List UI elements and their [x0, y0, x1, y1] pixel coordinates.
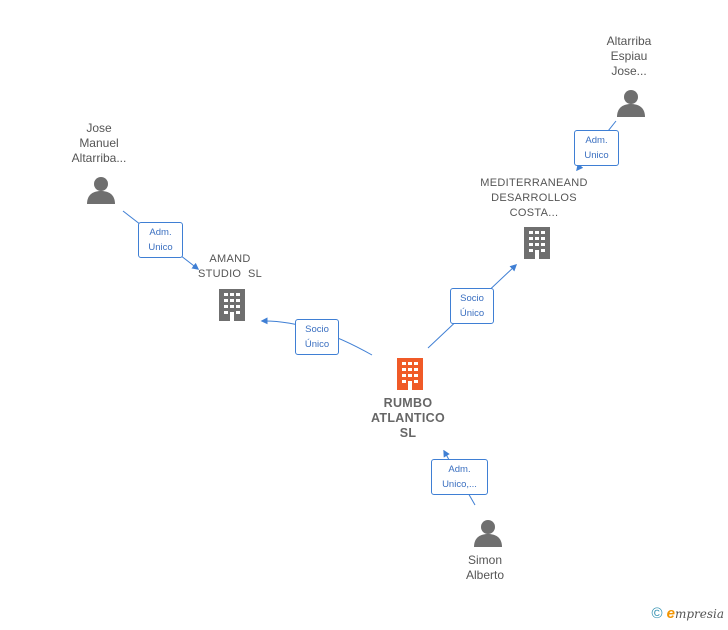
building-icon[interactable] [216, 288, 248, 322]
node-label-line: ATLANTICO [371, 411, 445, 425]
brand-logo-e: e [666, 605, 675, 622]
edge-label-line: Unico,... [442, 479, 477, 490]
edge-label-line: Adm. [585, 135, 608, 146]
node-label-line: MEDITERRANEAND [480, 177, 588, 189]
node-label-line: SL [399, 426, 417, 440]
edge-label-simon-rumbo: Adm. Unico,... [431, 459, 488, 495]
node-jose-label[interactable]: Jose Manuel Altarriba... [72, 121, 127, 166]
edge-label-rumbo-mediterraneand: Socio Único [450, 288, 494, 324]
edge-label-line: Socio [460, 293, 484, 304]
node-label-line: Altarriba... [71, 151, 127, 165]
brand-logo-text: mpresia [674, 607, 724, 621]
edge-label-line: Unico [148, 242, 173, 253]
person-icon[interactable] [616, 88, 646, 118]
node-label-line: AMAND [209, 253, 251, 265]
edge-label-line: Único [304, 339, 330, 350]
brand-footer: © empresia [652, 605, 724, 622]
brand-logo: empresia [667, 605, 724, 622]
edge-label-jose-amand: Adm. Unico [138, 222, 183, 258]
edge-label-line: Unico [584, 150, 609, 161]
person-icon[interactable] [86, 175, 116, 205]
node-label-line: Jose [86, 121, 112, 135]
node-altarriba-label[interactable]: Altarriba Espiau Jose... [607, 34, 652, 79]
edge-label-line: Adm. [448, 464, 471, 475]
node-label-line: Alberto [465, 568, 505, 582]
copyright-icon: © [651, 605, 663, 622]
node-label-line: Manuel [79, 136, 119, 150]
node-rumbo-label[interactable]: RUMBO ATLANTICO SL [371, 396, 445, 441]
person-icon[interactable] [473, 518, 503, 548]
node-mediterraneand-label[interactable]: MEDITERRANEAND DESARROLLOS COSTA... [480, 176, 588, 221]
node-label-line: Simon [467, 553, 502, 567]
edge-label-rumbo-amand: Socio Único [295, 319, 339, 355]
building-icon[interactable] [521, 226, 553, 260]
node-amand-label[interactable]: AMAND STUDIO SL [198, 252, 262, 282]
node-label-line: RUMBO [383, 396, 433, 410]
building-icon[interactable] [394, 357, 426, 391]
edge-label-line: Socio [305, 324, 329, 335]
edge-label-line: Único [459, 308, 485, 319]
node-simon-label[interactable]: Simon Alberto [466, 553, 504, 583]
node-label-line: Espiau [610, 49, 648, 63]
edge-label-altarriba-mediterraneand: Adm. Unico [574, 130, 619, 166]
node-label-line: Jose... [611, 64, 647, 78]
node-label-line: STUDIO SL [197, 268, 263, 280]
node-label-line: COSTA... [509, 207, 559, 219]
node-label-line: DESARROLLOS [491, 192, 577, 204]
node-label-line: Altarriba [606, 34, 652, 48]
edge-label-line: Adm. [149, 227, 172, 238]
